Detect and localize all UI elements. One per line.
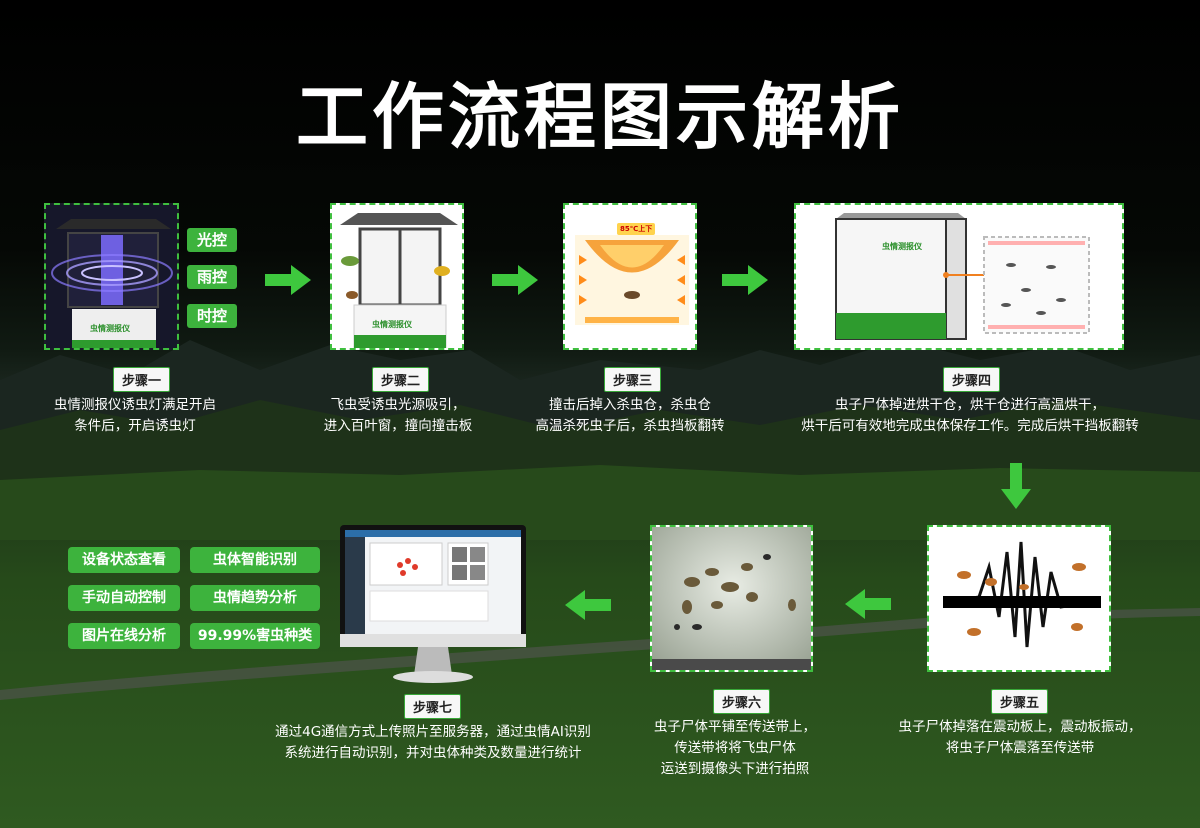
step4-description: 虫子尸体掉进烘干仓，烘干仓进行高温烘干， 烘干后可有效地完成虫体保存工作。完成后… xyxy=(790,395,1150,437)
heat-label: 85℃上下 xyxy=(617,223,656,235)
step4-desc-line1: 虫子尸体掉进烘干仓，烘干仓进行高温烘干， xyxy=(835,397,1105,413)
step2-desc-line1: 飞虫受诱虫光源吸引， xyxy=(330,397,466,413)
arrow-left-icon xyxy=(565,590,611,620)
trap-lamp-illustration xyxy=(46,205,177,348)
step6-desc-line2: 传送带将将飞虫尸体 xyxy=(674,740,796,756)
device-label: 虫情测报仪 xyxy=(372,320,412,329)
arrow-right-icon xyxy=(722,265,768,295)
monitor-illustration xyxy=(340,525,526,683)
arrow-right-icon xyxy=(492,265,538,295)
step7-tag: 步骤七 xyxy=(404,694,462,719)
step7-description: 通过4G通信方式上传照片至服务器，通过虫情AI识别 系统进行自动识别，并对虫体种… xyxy=(248,722,618,764)
feature-pest-species: 99.99%害虫种类 xyxy=(190,623,320,649)
step2-image: 虫情测报仪 xyxy=(330,203,464,350)
feature-device-status: 设备状态查看 xyxy=(68,547,180,573)
mountain-background xyxy=(0,340,1200,540)
step3-description: 撞击后掉入杀虫仓，杀虫仓 高温杀死虫子后，杀虫挡板翻转 xyxy=(520,395,740,437)
step1-desc-line2: 条件后，开启诱虫灯 xyxy=(74,418,196,434)
step3-desc-line1: 撞击后掉入杀虫仓，杀虫仓 xyxy=(549,397,711,413)
feature-manual-auto-control: 手动自动控制 xyxy=(68,585,180,611)
feature-image-analysis: 图片在线分析 xyxy=(68,623,180,649)
louver-box-illustration xyxy=(340,213,458,348)
control-rain: 雨控 xyxy=(187,265,237,289)
step1-tag: 步骤一 xyxy=(113,367,171,392)
arrow-right-icon xyxy=(265,265,311,295)
conveyor-photo-illustration xyxy=(652,527,811,670)
step5-tag: 步骤五 xyxy=(991,689,1049,714)
step6-image xyxy=(650,525,813,672)
step1-description: 虫情测报仪诱虫灯满足开启 条件后，开启诱虫灯 xyxy=(30,395,240,437)
feature-trend-analysis: 虫情趋势分析 xyxy=(190,585,320,611)
step7-desc-line2: 系统进行自动识别，并对虫体种类及数量进行统计 xyxy=(284,745,582,761)
step7-desc-line1: 通过4G通信方式上传照片至服务器，通过虫情AI识别 xyxy=(275,724,591,740)
control-time: 时控 xyxy=(187,304,237,328)
step6-desc-line3: 运送到摄像头下进行拍照 xyxy=(660,761,810,777)
control-light: 光控 xyxy=(187,228,237,252)
arrow-left-icon xyxy=(845,589,891,619)
step6-tag: 步骤六 xyxy=(713,689,771,714)
step1-image: 虫情测报仪 xyxy=(44,203,179,350)
step2-description: 飞虫受诱虫光源吸引， 进入百叶窗，撞向撞击板 xyxy=(298,395,498,437)
step6-description: 虫子尸体平铺至传送带上， 传送带将将飞虫尸体 运送到摄像头下进行拍照 xyxy=(630,717,840,780)
feature-smart-recognition: 虫体智能识别 xyxy=(190,547,320,573)
step4-desc-line2: 烘干后可有效地完成虫体保存工作。完成后烘干挡板翻转 xyxy=(801,418,1139,434)
device-label: 虫情测报仪 xyxy=(882,242,922,251)
arrow-down-icon xyxy=(1001,463,1031,509)
step1-desc-line1: 虫情测报仪诱虫灯满足开启 xyxy=(54,397,216,413)
device-label: 虫情测报仪 xyxy=(90,324,130,333)
step3-desc-line2: 高温杀死虫子后，杀虫挡板翻转 xyxy=(535,418,725,434)
vibration-plate-illustration xyxy=(929,527,1109,670)
step3-image: 85℃上下 xyxy=(563,203,697,350)
step4-image: 虫情测报仪 xyxy=(794,203,1124,350)
step2-desc-line2: 进入百叶窗，撞向撞击板 xyxy=(323,418,473,434)
step5-image xyxy=(927,525,1111,672)
page-title: 工作流程图示解析 xyxy=(295,75,904,159)
drying-chamber-illustration xyxy=(796,205,1122,348)
step2-tag: 步骤二 xyxy=(372,367,430,392)
step3-tag: 步骤三 xyxy=(604,367,662,392)
step4-tag: 步骤四 xyxy=(943,367,1001,392)
step5-desc-line1: 虫子尸体掉落在震动板上，震动板振动， xyxy=(898,719,1142,735)
step5-desc-line2: 将虫子尸体震落至传送带 xyxy=(945,740,1095,756)
step5-description: 虫子尸体掉落在震动板上，震动板振动， 将虫子尸体震落至传送带 xyxy=(880,717,1160,759)
step6-desc-line1: 虫子尸体平铺至传送带上， xyxy=(654,719,816,735)
